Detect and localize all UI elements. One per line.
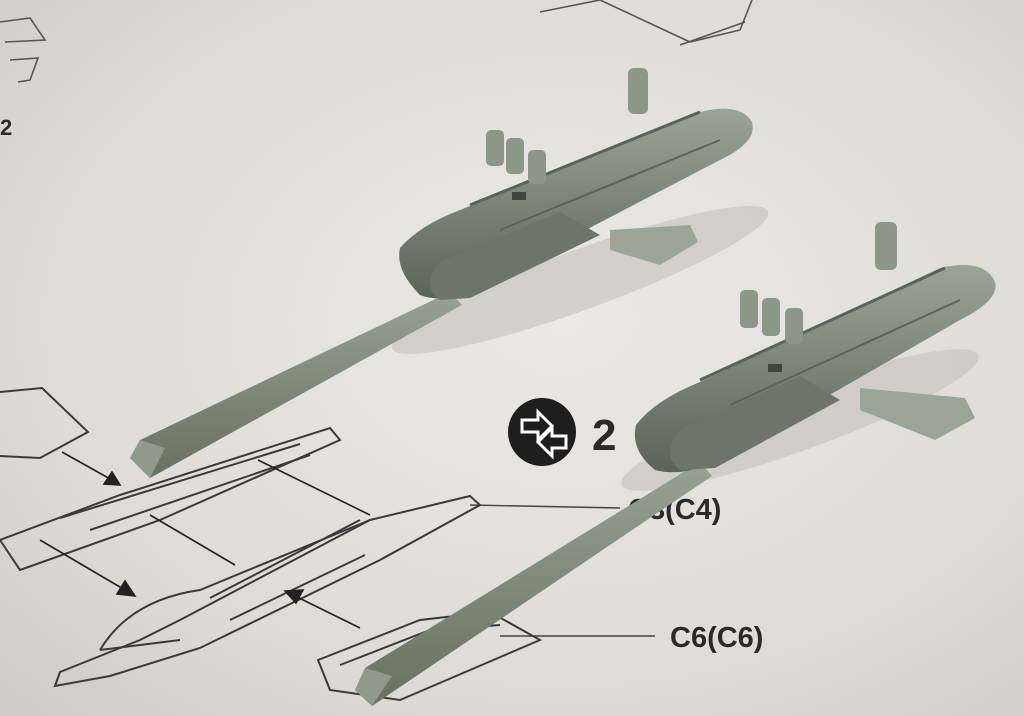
leader-lines: [469, 504, 655, 637]
model-pod-lower: [355, 222, 996, 706]
side-number: 2: [0, 115, 12, 140]
rotate-arrows-icon: [508, 398, 576, 466]
assembly-arrows: [39, 451, 371, 629]
step-marker: 2: [508, 398, 616, 466]
step-number: 2: [592, 411, 616, 460]
part-label-lower: C6(C6): [670, 622, 763, 654]
model-pod-upper: [130, 68, 769, 478]
line-art-fragments: [0, 0, 753, 83]
